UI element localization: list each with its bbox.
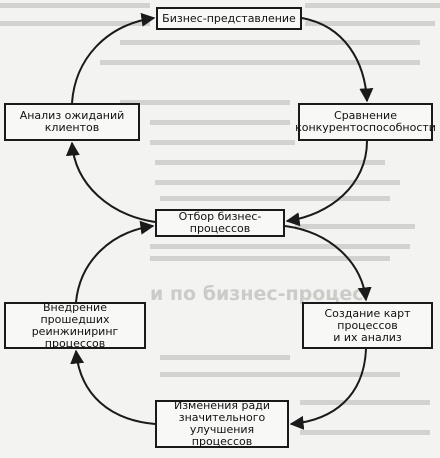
node-business-vision: Бизнес-представление (156, 7, 302, 30)
arrow-right2-to-bottom (289, 348, 367, 430)
arrow-left2-to-mid (75, 220, 155, 303)
node-process-mapping: Создание карт процессов и их анализ (302, 302, 433, 349)
arrow-top-to-right1 (301, 17, 374, 103)
node-competitiveness-comparison: Сравнение конкурентоспособности (295, 103, 436, 141)
arrow-left1-to-top (71, 12, 156, 104)
arrow-right1-to-mid (285, 140, 368, 227)
arrow-mid-to-left1 (65, 141, 156, 223)
background-heading-fragment: и по бизнес-процес (150, 283, 364, 305)
node-process-improvement: Изменения ради значительного улучшения п… (155, 400, 289, 448)
node-implementation: Внедрение прошедших реинжиниринг процесс… (4, 301, 146, 349)
arrow-mid-to-right2 (284, 225, 372, 302)
node-customer-expectations: Анализ ожиданий клиентов (4, 103, 140, 141)
arrow-bottom-to-left2 (70, 349, 156, 425)
node-process-selection: Отбор бизнес-процессов (155, 209, 285, 237)
